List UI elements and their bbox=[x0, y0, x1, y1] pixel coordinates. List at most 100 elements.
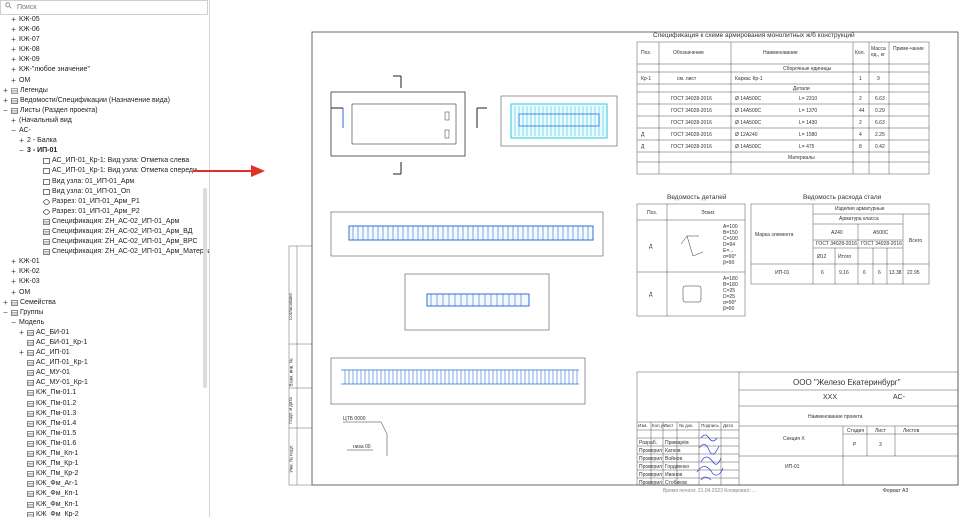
collapse-icon[interactable]: − bbox=[19, 146, 24, 156]
tree-item[interactable]: КЖ_Фм_Кр-2 bbox=[0, 510, 209, 517]
expand-icon[interactable]: + bbox=[11, 277, 16, 287]
tree-item[interactable]: −Листы (Раздел проекта) bbox=[0, 106, 209, 116]
tree-item[interactable]: −АС- bbox=[0, 126, 209, 136]
tree-item[interactable]: +КЖ-07 bbox=[0, 35, 209, 45]
tree-item[interactable]: КЖ_Пм-01.5 bbox=[0, 429, 209, 439]
group-icon bbox=[27, 380, 34, 387]
tree-item[interactable]: Разрез: 01_ИП-01_Арм_Р2 bbox=[0, 207, 209, 217]
search-input[interactable] bbox=[17, 1, 197, 13]
tree-item[interactable]: КЖ_Фм_Кп-1 bbox=[0, 489, 209, 499]
tree-item[interactable]: Спецификация: ZH_АС-02_ИП-01_Арм bbox=[0, 217, 209, 227]
stamp-role: Проверил bbox=[639, 464, 663, 470]
tree-item-label: КЖ_Фм_Аг-1 bbox=[36, 480, 78, 488]
expand-icon[interactable]: + bbox=[11, 267, 16, 277]
tree-item[interactable]: КЖ_Фм_Аг-1 bbox=[0, 479, 209, 489]
tree-item[interactable]: АС_ИП-01_Кр-1: Вид узла: Отметка спереди bbox=[0, 166, 209, 176]
tree-item[interactable]: +ОМ bbox=[0, 76, 209, 86]
expand-icon[interactable]: + bbox=[11, 65, 16, 75]
side-stamp bbox=[288, 245, 313, 486]
spec-part-qty: 2 bbox=[859, 96, 862, 102]
tree-item[interactable]: +Ведомости/Спецификации (Назначение вида… bbox=[0, 96, 209, 106]
stamp-person: Войнов bbox=[665, 456, 683, 462]
tree-item[interactable]: +КЖ-08 bbox=[0, 45, 209, 55]
tree-item[interactable]: КЖ_Пм-01.3 bbox=[0, 409, 209, 419]
collapse-icon[interactable]: − bbox=[11, 317, 16, 327]
expand-icon[interactable]: + bbox=[11, 75, 16, 85]
tree-item[interactable]: +КЖ-03 bbox=[0, 277, 209, 287]
spec-part-qty: 2 bbox=[859, 120, 862, 126]
tree-item[interactable]: +КЖ-05 bbox=[0, 15, 209, 25]
tree-item[interactable]: КЖ_Пм_Кр-2 bbox=[0, 469, 209, 479]
tree-item[interactable]: АС_МУ-01 bbox=[0, 368, 209, 378]
bending-row1-pos: Д bbox=[649, 244, 653, 250]
expand-icon[interactable]: + bbox=[19, 136, 24, 146]
expand-icon[interactable]: + bbox=[11, 287, 16, 297]
tree-item[interactable]: +2 - Балка bbox=[0, 136, 209, 146]
expand-icon[interactable]: + bbox=[11, 25, 16, 35]
expand-icon[interactable]: + bbox=[3, 85, 8, 95]
tree-item-label: АС- bbox=[19, 127, 31, 135]
tree-item[interactable]: Вид узла: 01_ИП-01_Арм bbox=[0, 177, 209, 187]
tree-item[interactable]: КЖ_Пм-01.2 bbox=[0, 399, 209, 409]
tree-item[interactable]: АС_ИП-01_Кр-1 bbox=[0, 358, 209, 368]
tree-item[interactable]: −3 - ИП-01 bbox=[0, 146, 209, 156]
tree-item[interactable]: АС_ИП-01_Кр-1: Вид узла: Отметка слева bbox=[0, 156, 209, 166]
expand-icon[interactable]: + bbox=[11, 45, 16, 55]
tree-item[interactable]: +АС_ИП-01 bbox=[0, 348, 209, 358]
expand-icon[interactable]: + bbox=[19, 348, 24, 358]
scrollbar[interactable] bbox=[203, 188, 207, 388]
collapse-icon[interactable]: − bbox=[3, 105, 8, 115]
expand-icon[interactable]: + bbox=[11, 55, 16, 65]
tree-item[interactable]: +КЖ-09 bbox=[0, 55, 209, 65]
expand-icon[interactable]: + bbox=[11, 115, 16, 125]
format-label: Формат А3 bbox=[883, 488, 909, 494]
tree-item-label: КЖ-02 bbox=[19, 268, 40, 276]
spec-part-len: L= 2310 bbox=[799, 96, 818, 102]
expand-icon[interactable]: + bbox=[3, 297, 8, 307]
stamp-role: Проверил bbox=[639, 472, 663, 478]
tree-item[interactable]: КЖ_Фм_Кп-1 bbox=[0, 500, 209, 510]
tree-item[interactable]: Спецификация: ZH_АС-02_ИП-01_Арм_Материа… bbox=[0, 247, 209, 257]
tree-item[interactable]: +КЖ-01 bbox=[0, 257, 209, 267]
spec-header-mass: Масса ед., кг bbox=[871, 46, 886, 58]
tree-item[interactable]: АС_МУ-01_Кр-1 bbox=[0, 378, 209, 388]
tree-item[interactable]: +Семейства bbox=[0, 298, 209, 308]
tree-item[interactable]: КЖ_Пм-01.1 bbox=[0, 388, 209, 398]
tree-item-label: КЖ_Пм-01.3 bbox=[36, 409, 77, 417]
bending-param: A=100 bbox=[723, 224, 738, 230]
rebar-row-v2: 9.16 bbox=[839, 270, 849, 276]
tree-item[interactable]: +АС_БИ-01 bbox=[0, 328, 209, 338]
collapse-icon[interactable]: − bbox=[11, 126, 16, 136]
expand-icon[interactable]: + bbox=[3, 95, 8, 105]
tree-item[interactable]: Спецификация: ZH_АС-02_ИП-01_Арм_ВРС bbox=[0, 237, 209, 247]
stamp-person: Примарёв bbox=[665, 440, 689, 446]
spec-part-len: L= 1580 bbox=[799, 132, 818, 138]
expand-icon[interactable]: + bbox=[19, 327, 24, 337]
tree-item[interactable]: КЖ_Пм_Кр-1 bbox=[0, 459, 209, 469]
tree-item-label: КЖ_Пм-01.4 bbox=[36, 419, 77, 427]
view-icon bbox=[43, 158, 50, 165]
expand-icon[interactable]: + bbox=[11, 257, 16, 267]
tree-item[interactable]: +КЖ-02 bbox=[0, 267, 209, 277]
expand-icon[interactable]: + bbox=[11, 35, 16, 45]
expand-icon[interactable]: + bbox=[11, 15, 16, 24]
tree-item[interactable]: Вид узла: 01_ИП-01_Оп bbox=[0, 187, 209, 197]
tree-item[interactable]: Разрез: 01_ИП-01_Арм_Р1 bbox=[0, 197, 209, 207]
tree-item[interactable]: +(Начальный вид bbox=[0, 116, 209, 126]
collapse-icon[interactable]: − bbox=[3, 307, 8, 317]
tree-item-label: Легенды bbox=[20, 86, 48, 94]
side-label: Инв. № подл. bbox=[288, 444, 294, 473]
tree-item[interactable]: +ОМ bbox=[0, 288, 209, 298]
tree-item[interactable]: + Легенды bbox=[0, 86, 209, 96]
tree-item[interactable]: КЖ_Пм_Кп-1 bbox=[0, 449, 209, 459]
tree-item[interactable]: +КЖ-06 bbox=[0, 25, 209, 35]
tree-item[interactable]: КЖ_Пм-01.6 bbox=[0, 439, 209, 449]
tree-item[interactable]: +КЖ-"любое значение" bbox=[0, 65, 209, 75]
tree-item[interactable]: −Группы bbox=[0, 308, 209, 318]
side-label: Подп. и дата bbox=[287, 397, 293, 424]
tree-item[interactable]: АС_БИ-01_Кр-1 bbox=[0, 338, 209, 348]
drawing-sheet[interactable]: Спецификация к схеме армирования монолит… bbox=[283, 4, 973, 517]
tree-item[interactable]: Спецификация: ZH_АС-02_ИП-01_Арм_ВД bbox=[0, 227, 209, 237]
tree-item[interactable]: КЖ_Пм-01.4 bbox=[0, 419, 209, 429]
tree-item[interactable]: −Модель bbox=[0, 318, 209, 328]
